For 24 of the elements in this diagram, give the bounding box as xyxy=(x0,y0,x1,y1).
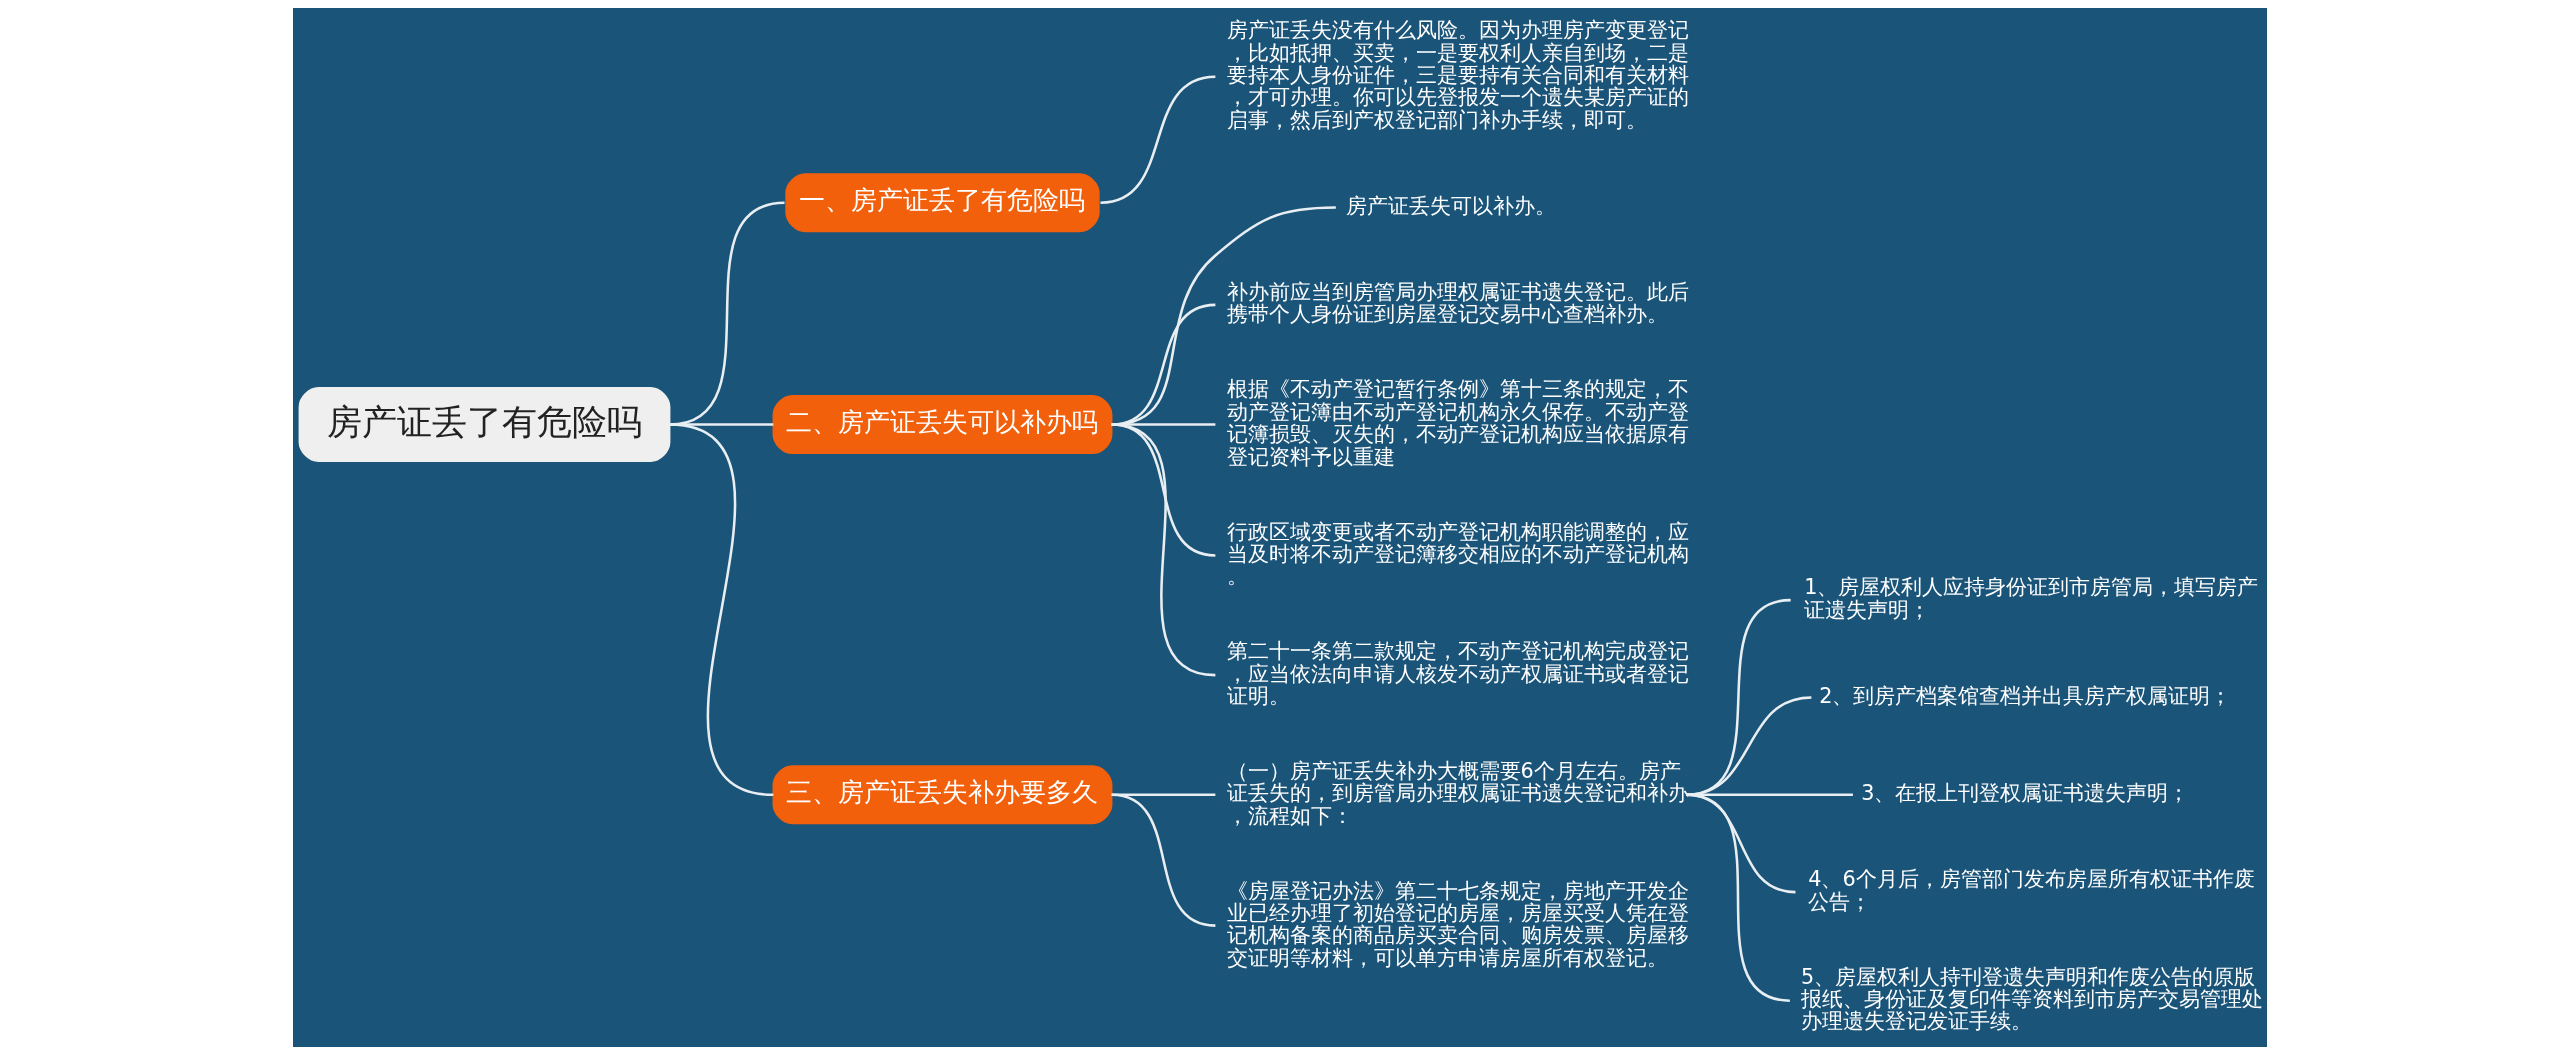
node-box: 一、房产证丢了有危险吗 xyxy=(785,173,1100,233)
node-box: 房产证丢了有危险吗 xyxy=(298,387,671,463)
node-text: 房产证丢失没有什么风险。因为办理房产变更登记，比如抵押、买卖，一是要权利人亲自到场，二是要持本人身份证件，三是要持有关合同和有关材料，才可办理。你可以先登报发一个遗失某房产证的启事，然后到产权登记部门补办手续，即可。 xyxy=(1226,18,1689,132)
connector xyxy=(1111,423,1216,677)
connector xyxy=(1685,793,1791,1002)
node-text: 1、房屋权利人应持身份证到市房管局，填写房产证遗失声明； xyxy=(1804,575,2259,622)
connector xyxy=(1685,696,1812,797)
connector xyxy=(1100,75,1216,205)
node-text: 2、到房产档案馆查档并出具房产权属证明； xyxy=(1819,683,2232,708)
connector xyxy=(1685,598,1791,797)
node-text: 5、房屋权利人持刊登遗失声明和作废公告的原版报纸、身份证及复印件等资料到市房产交易管理处办理遗失登记发证手续。 xyxy=(1801,964,2264,1034)
connector xyxy=(1111,793,1216,927)
node-text: 3、在报上刊登权属证书遗失声明； xyxy=(1861,781,2190,806)
node-text: 补办前应当到房管局办理权属证书遗失登记。此后携带个人身份证到房屋登记交易中心查档补办。 xyxy=(1226,280,1689,327)
node-text: 第二十一条第二款规定，不动产登记机构完成登记，应当依法向申请人核发不动产权属证书或者登记证明。 xyxy=(1226,639,1689,708)
node-text: （一）房产证丢失补办大概需要6个月左右。房产证丢失的，到房管局办理权属证书遗失登记和补办，流程如下： xyxy=(1226,758,1689,828)
connector xyxy=(669,423,774,797)
node-text: 4、6个月后，房管部门发布房屋所有权证书作废公告； xyxy=(1808,867,2255,914)
node-text: 行政区域变更或者不动产登记机构职能调整的，应当及时将不动产登记簿移交相应的不动产登记机构。 xyxy=(1226,519,1689,589)
node-text: 《房屋登记办法》第二十七条规定，房地产开发企业已经办理了初始登记的房屋，房屋买受人凭在登记机构备案的商品房买卖合同、购房发票、房屋移交证明等材料，可以单方申请房屋所有权登记。 xyxy=(1226,878,1689,970)
node-text: 房产证丢失可以补办。 xyxy=(1345,193,1556,218)
node-box: 三、房产证丢失补办要多久 xyxy=(772,765,1113,825)
node-box: 二、房产证丢失可以补办吗 xyxy=(772,395,1113,455)
node-text: 根据《不动产登记暂行条例》第十三条的规定，不动产登记簿由不动产登记机构永久保存。不动产登记簿损毁、灭失的，不动产登记机构应当依据原有登记资料予以重建 xyxy=(1226,377,1689,469)
